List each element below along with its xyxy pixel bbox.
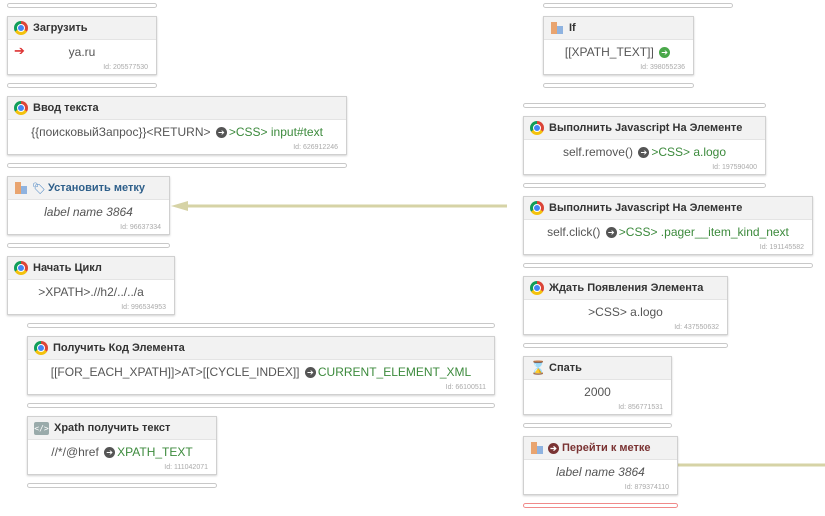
chrome-icon bbox=[530, 201, 544, 215]
node-target: >CSS> .pager__item_kind_next bbox=[618, 225, 789, 239]
drop-slot[interactable] bbox=[523, 343, 728, 348]
drop-slot-error[interactable] bbox=[523, 503, 678, 508]
chrome-icon bbox=[34, 341, 48, 355]
drop-slot[interactable] bbox=[523, 183, 766, 188]
chrome-icon bbox=[530, 281, 544, 295]
node-title-text: Перейти к метке bbox=[562, 442, 651, 454]
arrow-right-icon: ➔ bbox=[659, 47, 671, 59]
arrow-right-icon: ➔ bbox=[605, 227, 617, 239]
node-title: If bbox=[569, 22, 576, 34]
node-setlabel[interactable]: 🏷Установить метку label name 3864 Id: 96… bbox=[7, 176, 170, 235]
node-title: Выполнить Javascript На Элементе bbox=[549, 122, 743, 134]
chrome-icon bbox=[530, 121, 544, 135]
node-title: Начать Цикл bbox=[33, 262, 102, 274]
node-cycle[interactable]: Начать Цикл >XPATH>.//h2/../../a Id: 996… bbox=[7, 256, 175, 315]
drop-slot[interactable] bbox=[543, 83, 694, 88]
node-id: Id: 879374110 bbox=[624, 484, 669, 491]
node-title: Получить Код Элемента bbox=[53, 342, 185, 354]
node-value: self.click() ➔>CSS> .pager__item_kind_ne… bbox=[524, 220, 812, 245]
node-value: [[XPATH_TEXT]] ➔ bbox=[544, 40, 693, 65]
node-value: 2000 bbox=[584, 385, 611, 399]
node-value: [[FOR_EACH_XPATH]]>AT>[[CYCLE_INDEX]] ➔C… bbox=[28, 360, 494, 385]
node-target: >CSS> input#text bbox=[228, 125, 323, 139]
drop-slot[interactable] bbox=[523, 263, 813, 268]
drop-slot[interactable] bbox=[27, 483, 217, 488]
node-id: Id: 191145582 bbox=[759, 244, 804, 251]
arrow-right-icon: ➔ bbox=[304, 367, 316, 379]
flow-icon bbox=[14, 181, 28, 195]
node-js1[interactable]: Выполнить Javascript На Элементе self.re… bbox=[523, 116, 766, 175]
node-title: Xpath получить текст bbox=[54, 422, 171, 434]
code-icon: </> bbox=[34, 421, 49, 435]
node-title: Спать bbox=[549, 362, 582, 374]
chrome-icon bbox=[14, 101, 28, 115]
node-js2[interactable]: Выполнить Javascript На Элементе self.cl… bbox=[523, 196, 813, 255]
node-value-text: self.click() bbox=[547, 225, 601, 239]
node-id: Id: 96637334 bbox=[120, 224, 161, 231]
node-xpath[interactable]: </> Xpath получить текст //*/@href ➔XPATH… bbox=[27, 416, 217, 475]
navigate-arrow-icon: ➔ bbox=[14, 43, 25, 58]
node-value: //*/@href ➔XPATH_TEXT bbox=[28, 440, 216, 465]
node-value-text: //*/@href bbox=[51, 445, 99, 459]
node-id: Id: 205577530 bbox=[103, 64, 148, 71]
node-input[interactable]: Ввод текста {{поисковыйЗапрос}}<RETURN> … bbox=[7, 96, 347, 155]
tag-icon: 🏷 bbox=[32, 182, 46, 195]
node-value: >CSS> a.logo bbox=[588, 305, 663, 319]
node-id: Id: 197590400 bbox=[712, 164, 757, 171]
chrome-icon bbox=[14, 261, 28, 275]
node-target: CURRENT_ELEMENT_XML bbox=[317, 365, 472, 379]
flow-icon bbox=[530, 441, 544, 455]
chrome-icon bbox=[14, 21, 28, 35]
node-id: Id: 626912246 bbox=[293, 144, 338, 151]
node-id: Id: 398055236 bbox=[640, 64, 685, 71]
drop-slot[interactable] bbox=[7, 243, 170, 248]
connector-arrowhead bbox=[171, 201, 188, 211]
drop-slot[interactable] bbox=[27, 323, 495, 328]
node-title: Ввод текста bbox=[33, 102, 99, 114]
node-value: label name 3864 bbox=[44, 205, 133, 219]
drop-slot[interactable] bbox=[7, 83, 157, 88]
node-id: Id: 437550632 bbox=[674, 324, 719, 331]
hourglass-icon: ⌛ bbox=[530, 360, 547, 375]
node-id: Id: 111042071 bbox=[164, 464, 208, 471]
node-target: XPATH_TEXT bbox=[117, 445, 193, 459]
node-sleep[interactable]: ⌛Спать 2000 Id: 856771531 bbox=[523, 356, 672, 415]
node-if[interactable]: If [[XPATH_TEXT]] ➔ Id: 398055236 bbox=[543, 16, 694, 75]
node-id: Id: 996534953 bbox=[121, 304, 166, 311]
node-id: Id: 856771531 bbox=[618, 404, 663, 411]
node-title: ➔Перейти к метке bbox=[548, 442, 651, 454]
node-getcode[interactable]: Получить Код Элемента [[FOR_EACH_XPATH]]… bbox=[27, 336, 495, 395]
node-target: >CSS> a.logo bbox=[651, 145, 727, 159]
node-goto[interactable]: ➔Перейти к метке label name 3864 Id: 879… bbox=[523, 436, 678, 495]
node-value-text: self.remove() bbox=[562, 145, 633, 159]
node-title: Выполнить Javascript На Элементе bbox=[549, 202, 743, 214]
node-value-text: [[FOR_EACH_XPATH]]>AT>[[CYCLE_INDEX]] bbox=[50, 365, 300, 379]
node-value: ya.ru bbox=[68, 45, 96, 59]
node-wait[interactable]: Ждать Появления Элемента >CSS> a.logo Id… bbox=[523, 276, 728, 335]
goto-icon: ➔ bbox=[548, 443, 559, 454]
flow-icon bbox=[550, 21, 564, 35]
drop-slot[interactable] bbox=[27, 403, 495, 408]
node-value-text: {{поисковыйЗапрос}}<RETURN> bbox=[31, 125, 211, 139]
node-value: label name 3864 bbox=[556, 465, 645, 479]
node-value: >XPATH>.//h2/../../a bbox=[38, 285, 144, 299]
node-title: Загрузить bbox=[33, 22, 88, 34]
node-id: Id: 66100511 bbox=[445, 384, 486, 391]
node-value-text: [[XPATH_TEXT]] bbox=[564, 45, 654, 59]
arrow-right-icon: ➔ bbox=[215, 127, 227, 139]
drop-slot[interactable] bbox=[7, 3, 157, 8]
drop-slot[interactable] bbox=[523, 103, 766, 108]
arrow-right-icon: ➔ bbox=[638, 147, 650, 159]
drop-slot[interactable] bbox=[7, 163, 347, 168]
node-title: Установить метку bbox=[47, 182, 145, 194]
drop-slot[interactable] bbox=[543, 3, 733, 8]
node-value: {{поисковыйЗапрос}}<RETURN> ➔>CSS> input… bbox=[8, 120, 346, 145]
node-value: self.remove() ➔>CSS> a.logo bbox=[524, 140, 765, 165]
drop-slot[interactable] bbox=[523, 423, 672, 428]
node-title: Ждать Появления Элемента bbox=[549, 282, 704, 294]
arrow-right-icon: ➔ bbox=[104, 447, 116, 459]
node-load[interactable]: Загрузить ➔ ya.ru Id: 205577530 bbox=[7, 16, 157, 75]
